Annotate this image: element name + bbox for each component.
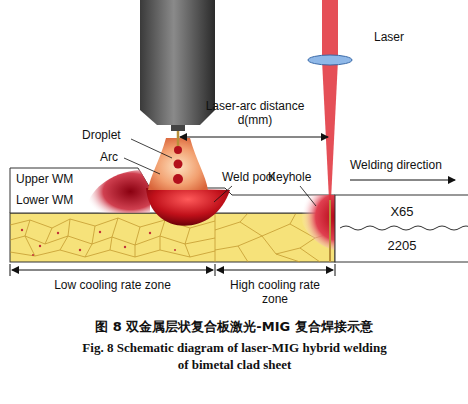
distance-label: Laser-arc distance d(mm) (196, 99, 314, 127)
zone-label: High cooling rate zone (220, 278, 330, 306)
direction-label: Welding direction (350, 158, 442, 172)
zone-label: Lower WM (16, 193, 73, 207)
zone-label: Upper WM (16, 172, 73, 186)
material-layer: 2205 (336, 230, 468, 261)
arc-label: Arc (100, 150, 118, 164)
zone-label: Low cooling rate zone (10, 278, 215, 292)
keyhole-label: Keyhole (268, 170, 311, 184)
layer-name: X65 (390, 205, 413, 219)
droplet-label: Droplet (82, 128, 121, 142)
material-layer: X65 (336, 196, 468, 227)
figure-caption: Fig. 8 Schematic diagram of laser-MIG hy… (82, 339, 387, 373)
weld-pool-label: Weld pool (222, 170, 275, 184)
figure-caption: 图 8 双金属层状复合板激光-MIG 复合焊接示意 (0, 318, 468, 335)
layer-name: 2205 (388, 239, 417, 253)
laser-label: Laser (374, 30, 404, 44)
